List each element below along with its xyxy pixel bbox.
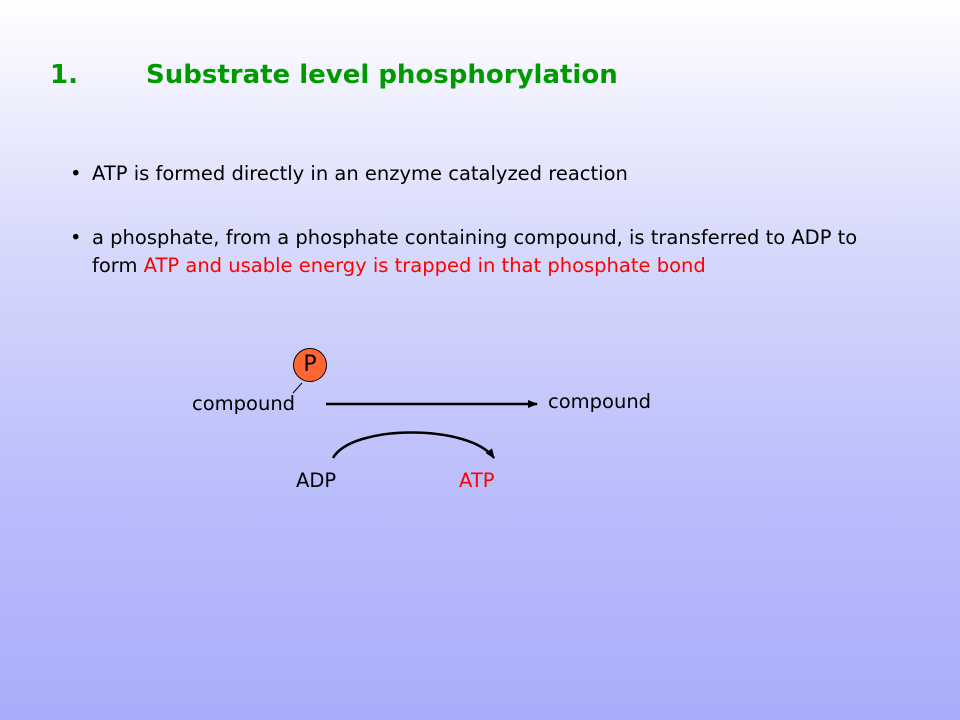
phosphate-circle: P	[293, 348, 327, 382]
title-text: Substrate level phosphorylation	[146, 60, 618, 90]
bullet-marker: •	[70, 162, 82, 185]
bullet-list: • ATP is formed directly in an enzyme ca…	[70, 160, 900, 316]
product-label: compound	[548, 390, 652, 413]
atp-label: ATP	[459, 469, 495, 492]
bullet-text: ATP is formed directly in an enzyme cata…	[92, 162, 628, 185]
bullet-marker: •	[70, 226, 82, 249]
adp-label: ADP	[296, 469, 337, 492]
reactant-label: compound	[192, 392, 296, 415]
title-number: 1.	[50, 60, 78, 90]
bullet-text-highlight: ATP and usable energy is trapped in that…	[143, 254, 706, 277]
slide-title: 1. Substrate level phosphorylation	[50, 60, 618, 90]
bullet-text-plain: a phosphate, from a phosphate containing…	[92, 226, 858, 277]
phosphate-bond-line	[292, 382, 303, 394]
cofactor-arrow	[331, 431, 496, 459]
bullet-item-atp-formed: • ATP is formed directly in an enzyme ca…	[70, 160, 900, 188]
bullet-item-phosphate-transfer: • a phosphate, from a phosphate containi…	[70, 224, 900, 280]
